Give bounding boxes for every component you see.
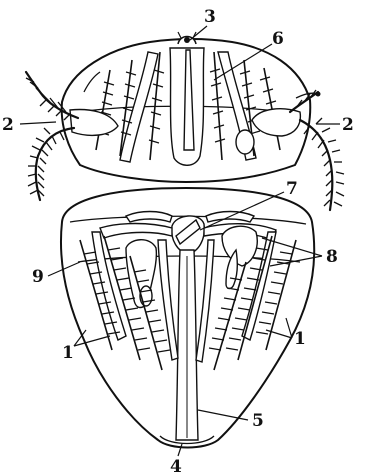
lower-half <box>61 188 314 448</box>
label-4: 4 <box>170 457 182 474</box>
label-3: 3 <box>204 7 216 27</box>
label-8: 8 <box>326 247 338 267</box>
label-1-left: 1 <box>62 343 74 363</box>
label-6: 6 <box>272 29 284 49</box>
right-tentacle <box>290 90 344 210</box>
label-9: 9 <box>32 267 44 287</box>
label-2-left: 2 <box>2 115 14 135</box>
label-5: 5 <box>252 411 264 431</box>
label-1-right: 1 <box>294 329 306 349</box>
label-2-right: 2 <box>342 115 354 135</box>
label-7: 7 <box>286 179 298 199</box>
upper-internal-structures <box>70 48 300 165</box>
left-tentacle <box>26 72 78 200</box>
lower-internal-structures <box>68 196 306 444</box>
